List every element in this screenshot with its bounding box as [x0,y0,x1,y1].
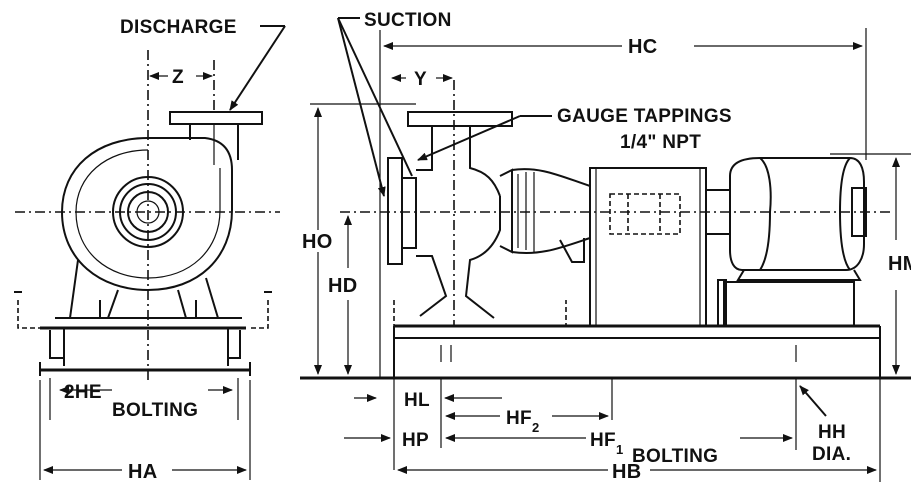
label-2he: 2HE [64,382,102,403]
label-hh-dia: DIA. [812,444,851,465]
label-hd: HD [328,275,358,297]
label-y: Y [414,69,427,90]
label-z: Z [172,67,184,88]
end-view [14,25,286,480]
label-ho: HO [302,231,333,253]
side-view [300,17,911,482]
label-hp: HP [402,430,429,451]
label-hl: HL [404,390,430,411]
label-hm: HM [888,253,911,275]
label-hf2: HF2 [506,408,539,435]
label-bolting-right: BOLTING [632,446,718,467]
label-hb: HB [612,461,642,483]
label-hh: HH [818,422,846,443]
label-gauge-npt: 1/4" NPT [620,132,701,153]
label-gauge-tappings: GAUGE TAPPINGS [557,106,732,127]
label-hc: HC [628,36,658,58]
label-ha: HA [128,461,158,483]
label-bolting-left: BOLTING [112,400,198,421]
label-hf1: HF1 [590,430,623,457]
label-discharge: DISCHARGE [120,17,237,38]
label-suction: SUCTION [364,10,452,31]
